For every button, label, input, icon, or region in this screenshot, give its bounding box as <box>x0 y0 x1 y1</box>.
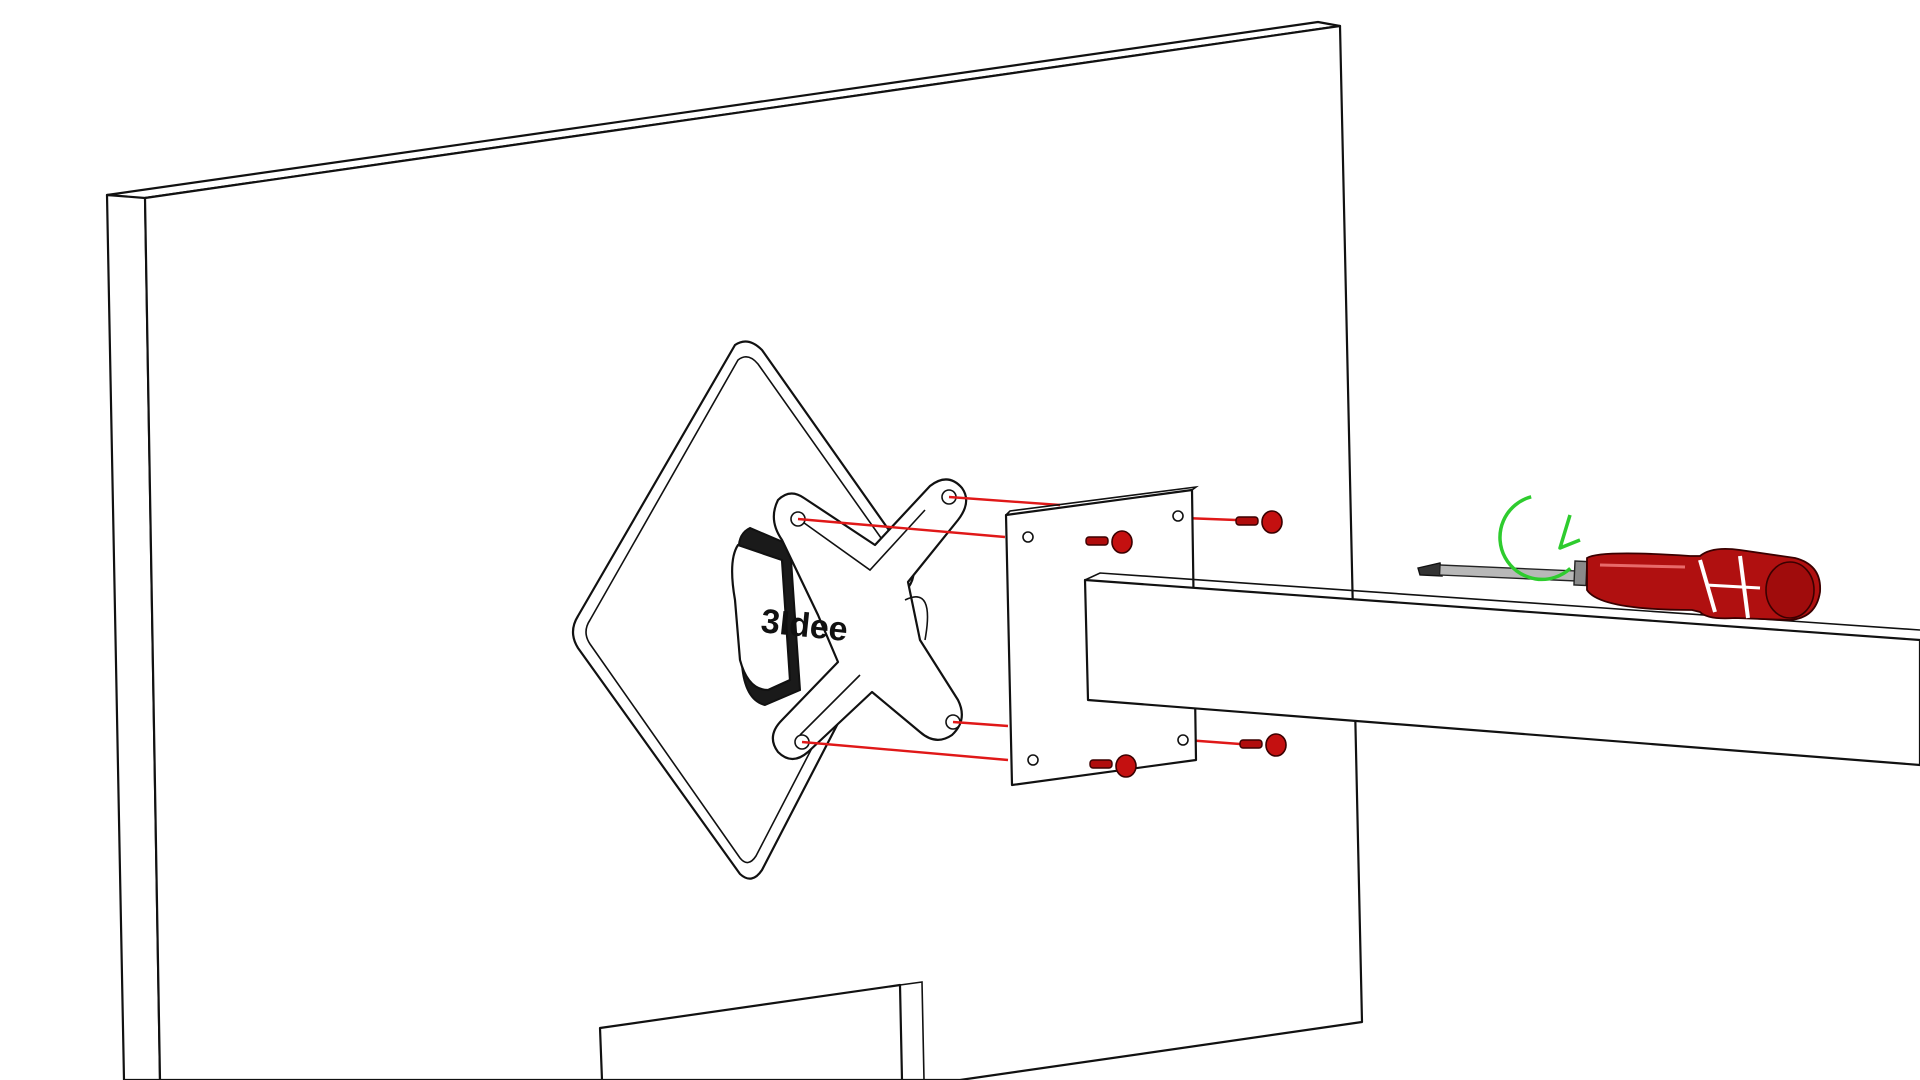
monitor-arm-beam <box>1083 572 1920 767</box>
vesa-hole-bottom-right <box>1177 734 1189 746</box>
screw-4 <box>1239 733 1287 757</box>
brand-logo-text: 3Idee <box>759 602 849 649</box>
guide-line-4 <box>952 720 1009 728</box>
vesa-hole-top-right <box>1172 510 1184 522</box>
bracket-x-inner-right <box>904 595 929 641</box>
vesa-hole-top-left <box>1022 531 1034 543</box>
vesa-plate-top-edge <box>1005 485 1199 516</box>
x-adapter-bracket: 3Idee <box>731 478 968 761</box>
arm-beam-top-edge <box>1084 572 1920 631</box>
bracket-side-face <box>731 543 792 692</box>
guide-line-3 <box>801 740 1009 762</box>
port-cutout-edge <box>899 981 925 1080</box>
screw-2 <box>1235 510 1283 534</box>
screw-1 <box>1085 530 1133 554</box>
guide-line-1 <box>797 517 1006 539</box>
bracket-x-face <box>771 478 968 761</box>
screw-3 <box>1089 754 1137 778</box>
vesa-hole-bottom-left <box>1027 754 1039 766</box>
diamond-plate-inner <box>585 356 902 864</box>
screwdriver-icon <box>1417 547 1821 621</box>
guide-line-2 <box>948 495 1061 507</box>
bracket-x-inner-bottom <box>799 674 861 736</box>
screws <box>1085 510 1287 778</box>
bracket-x-inner-top <box>799 509 926 572</box>
monitor-port-cutout <box>598 983 904 1080</box>
arm-beam-front <box>1083 578 1920 767</box>
clockwise-arrow-icon <box>1498 495 1581 582</box>
